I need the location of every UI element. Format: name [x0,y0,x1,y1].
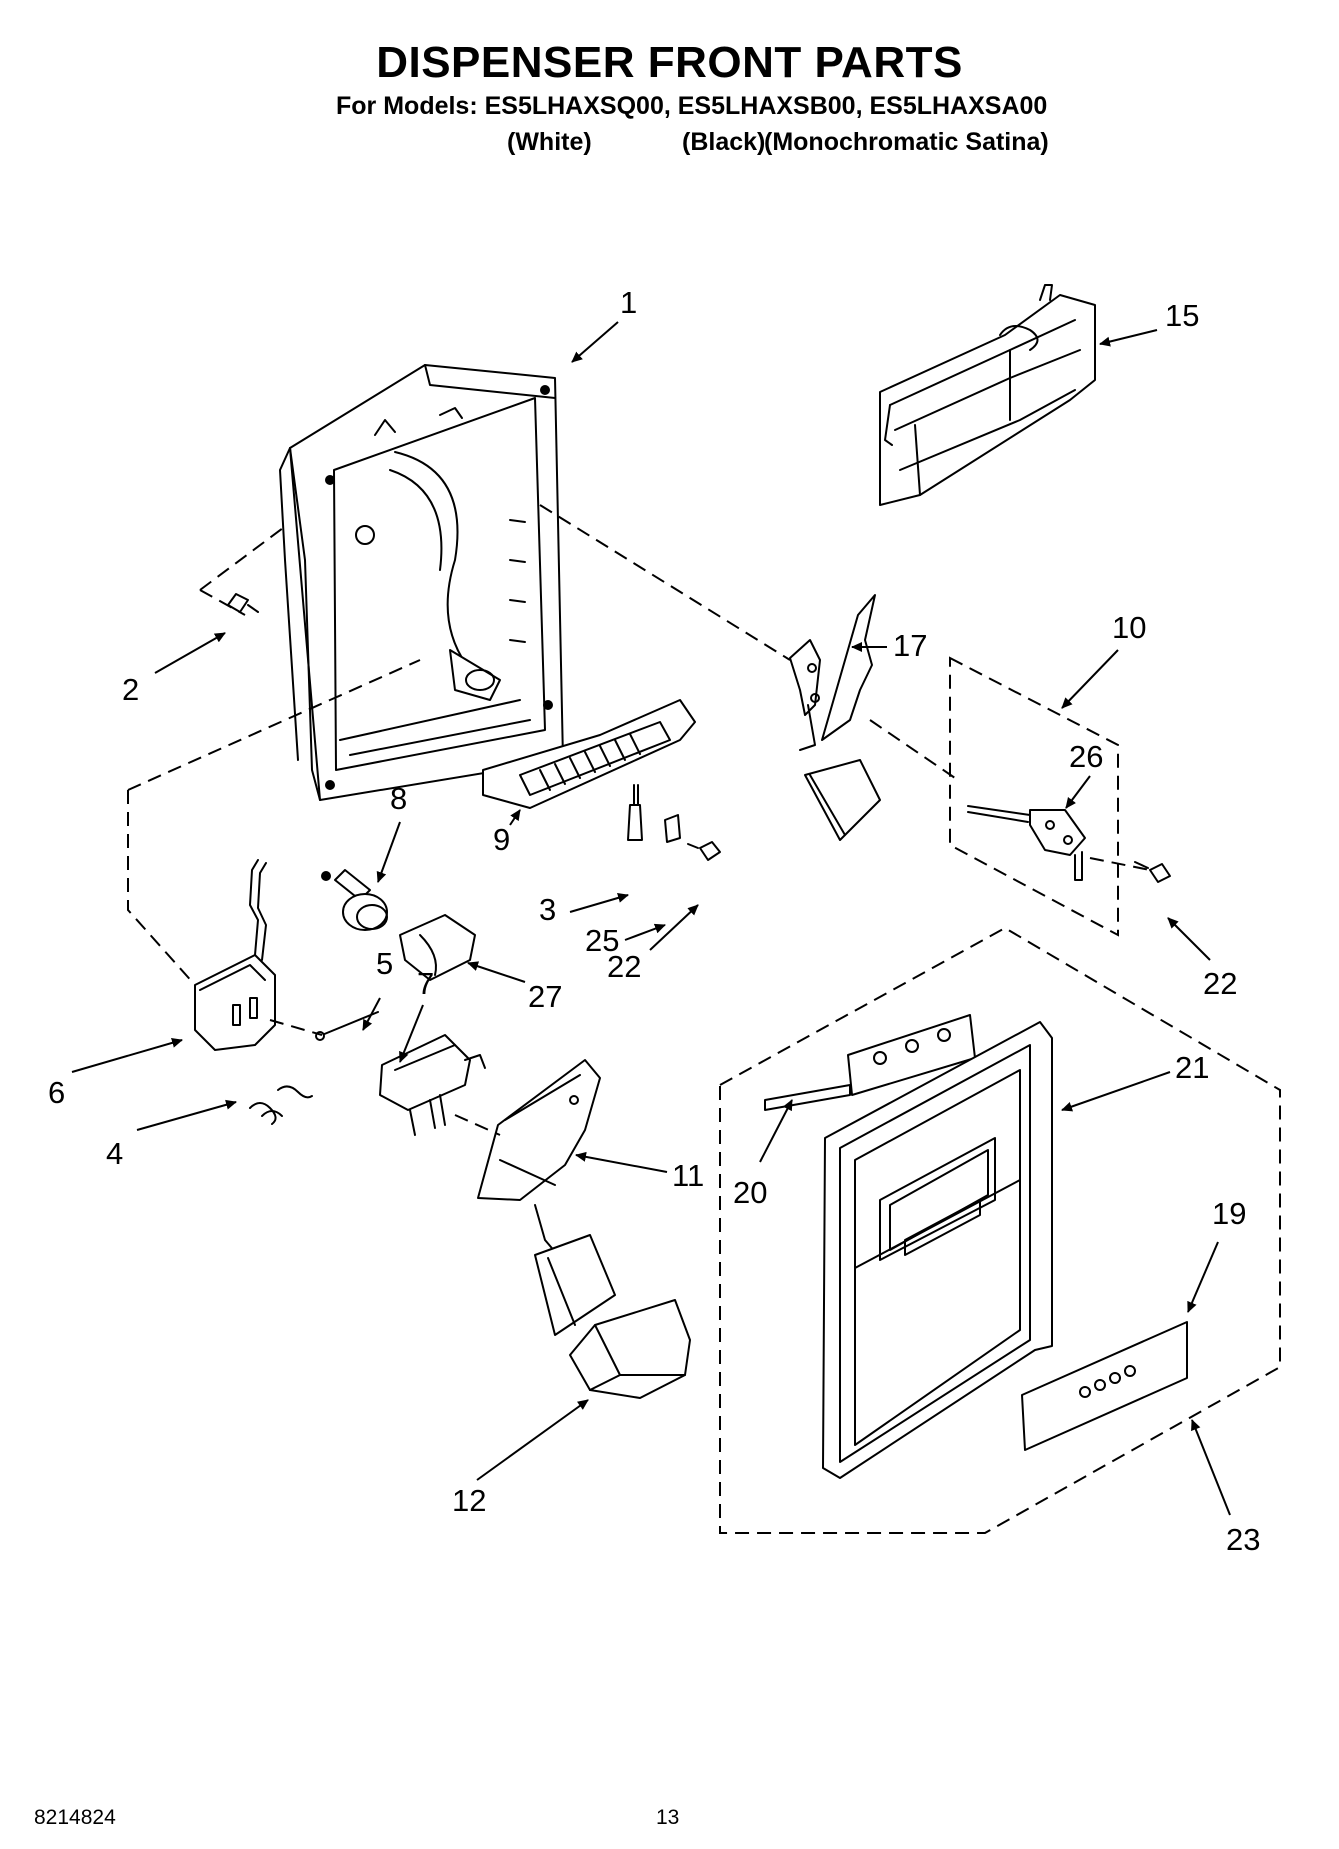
callout-11: 11 [672,1158,705,1193]
leader-11 [575,1151,668,1173]
leader-12 [476,1399,589,1481]
leader-2 [154,632,226,674]
part-25-insulator [664,814,681,843]
callout-17: 17 [893,628,928,663]
variant-white: (White) [507,128,592,156]
callout-8: 8 [390,781,408,816]
leader-20 [759,1099,793,1163]
dash-module-6b [127,659,421,791]
dash-module-6 [127,790,196,986]
part-21-bezel [822,1021,1053,1479]
part-5-pin [315,1011,379,1041]
leader-21 [1061,1071,1171,1112]
part-8-solenoid [321,869,388,931]
leader-22b [1167,917,1211,961]
dash-housing-lever [539,504,791,661]
callout-7: 7 [417,966,435,1001]
callout-26: 26 [1069,739,1104,774]
leader-15 [1099,329,1158,347]
part-2-screw [227,593,259,613]
callout-3: 3 [539,892,557,927]
document-number: 8214824 [34,1806,116,1829]
callout-19: 19 [1212,1196,1247,1231]
dash-lever-26 [869,719,956,779]
models-line: For Models: ES5LHAXSQ00, ES5LHAXSB00, ES… [336,92,1048,120]
part-26-actuator [967,805,1086,881]
dash-box-23 [719,926,1281,1534]
callout-2: 2 [122,672,140,707]
part-11-paddle [477,1059,616,1336]
part-1-housing [279,364,564,801]
part-22-screw-right [1134,861,1171,883]
part-4-spring [249,1085,313,1125]
leader-25 [624,923,666,941]
page-title: DISPENSER FRONT PARTS [376,38,963,87]
page-number: 13 [656,1806,680,1829]
variant-black: (Black) [682,128,766,156]
leader-4 [136,1099,237,1131]
part-22-screw-center [687,841,721,861]
callout-27: 27 [528,979,563,1014]
leader-3 [569,893,629,913]
callout-12: 12 [452,1483,487,1518]
part-15-bracket [879,284,1096,506]
dash-actuator-screw [1089,857,1151,871]
dash-module-pin [269,1019,323,1036]
callout-5: 5 [376,946,394,981]
callout-22-right: 22 [1203,966,1238,1001]
leader-23 [1191,1419,1231,1516]
dash-box-10 [949,656,1119,937]
callout-23: 23 [1226,1522,1261,1557]
leader-10 [1061,649,1119,709]
callout-4: 4 [106,1136,124,1171]
callout-21: 21 [1175,1050,1210,1085]
part-6-module [194,859,276,1051]
leader-1 [571,321,619,363]
callout-15: 15 [1165,298,1200,333]
leader-26 [1065,775,1091,809]
leader-5 [362,997,381,1031]
callout-25: 25 [585,923,620,958]
callout-9: 9 [493,822,511,857]
leader-27 [467,961,526,983]
leader-19 [1187,1241,1219,1313]
part-7-bracket [379,1034,486,1136]
leader-9 [509,809,521,826]
part-27-shield [399,914,476,981]
part-3-switch [627,784,643,841]
dash-bracket-paddle [454,1114,501,1136]
callout-1: 1 [620,285,638,320]
dash-screw-2b [199,589,246,616]
variant-monochromatic: (Monochromatic Satina) [764,128,1049,156]
part-12-drip-tray [569,1299,691,1399]
callout-10: 10 [1112,610,1147,645]
leader-8 [376,821,401,883]
callout-20: 20 [733,1175,768,1210]
callout-22-center: 22 [607,949,642,984]
callout-6: 6 [48,1075,66,1110]
leader-22a [649,904,699,951]
part-17-ice-lever [789,594,881,841]
part-19-control-label [1021,1321,1188,1451]
dash-screw-2 [199,527,284,591]
leader-7 [399,1004,424,1063]
part-9-chute-cover [482,699,696,809]
leader-6 [71,1037,183,1073]
